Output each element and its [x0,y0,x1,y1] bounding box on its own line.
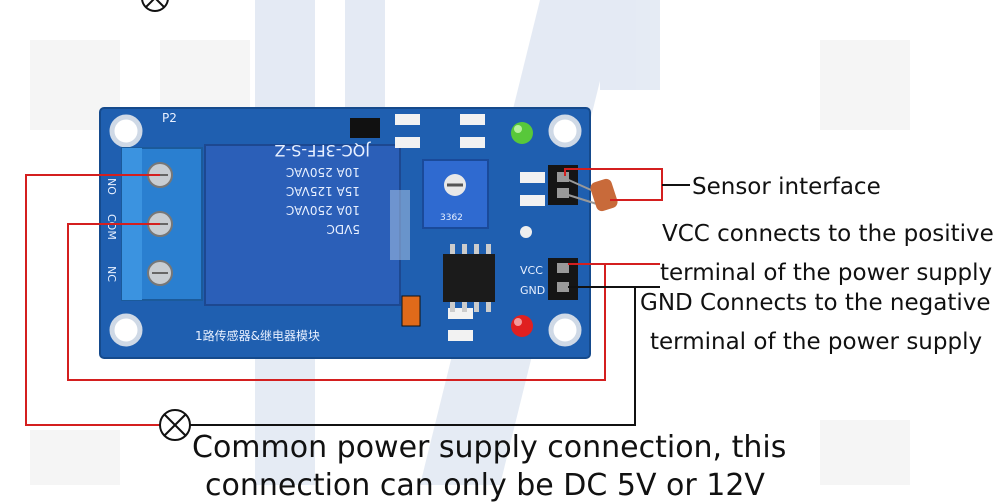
silk-p2: P2 [162,111,177,125]
vcc-label-line1: VCC connects to the positive [662,221,994,247]
top-connector-icon [141,0,169,12]
relay: JQC-3FF-S-Z 10A 250VAC 15A 125VAC 10A 25… [204,141,410,306]
sensor-interface-label: Sensor interface [692,174,881,200]
potentiometer: 3362 [422,159,489,229]
vcc-label-line2: terminal of the power supply [660,260,993,286]
ic-chip [443,244,495,312]
smd-components [350,114,545,341]
relay-rating-2: 15A 125VAC [286,184,360,198]
relay-rating-4: 5VDC [327,222,360,236]
diagram-stage: P2 NO COM NC JQC-3FF-S-Z 10A 250VAC 15A … [25,0,994,503]
sensor-header [548,165,578,205]
photoresistor [561,176,618,212]
bottom-caption-line1: Common power supply connection, this [192,430,787,465]
bottom-caption-line2: connection can only be DC 5V or 12V [205,468,765,503]
gnd-label-line1: GND Connects to the negative [640,290,991,316]
relay-module-diagram: P2 NO COM NC JQC-3FF-S-Z 10A 250VAC 15A … [25,0,910,485]
led-red [511,315,533,337]
led-green [511,122,533,144]
board-chinese-label: 1路传感器&继电器模块 [195,328,320,343]
pin-gnd-label: GND [520,284,545,297]
terminal-nc-label: NC [105,266,118,282]
pot-label: 3362 [440,213,463,223]
wires [25,168,690,426]
pin-vcc-label: VCC [520,264,543,277]
terminal-no-label: NO [105,178,118,195]
relay-model: JQC-3FF-S-Z [274,141,371,160]
relay-rating-1: 10A 250VAC [286,165,360,179]
power-junction-icon [159,409,191,441]
terminal-com-label: COM [105,214,118,240]
relay-rating-3: 10A 250VAC [286,203,360,217]
gnd-label-line2: terminal of the power supply [650,329,983,355]
